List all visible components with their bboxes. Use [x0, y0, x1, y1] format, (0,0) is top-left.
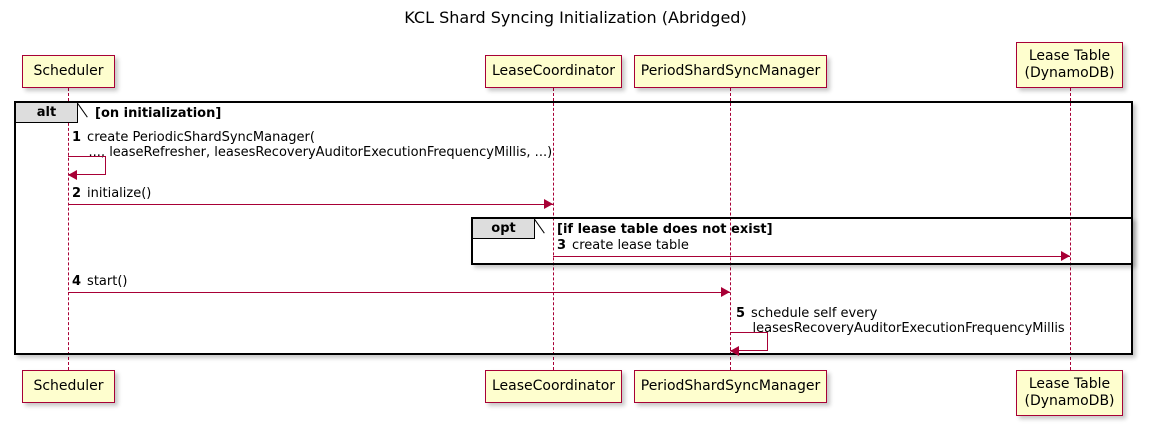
- fragment-opt-guard: [if lease table does not exist]: [557, 222, 773, 237]
- fragment-alt-operator: alt: [16, 103, 78, 123]
- lifeline-period-shard-sync-manager: [730, 88, 731, 370]
- participant-lease-table-bottom[interactable]: Lease Table (DynamoDB): [1016, 370, 1123, 416]
- message-5-number: 5: [736, 306, 746, 321]
- message-1-arrowhead: [68, 170, 77, 180]
- message-2-line: [68, 204, 553, 205]
- lifeline-scheduler: [68, 88, 69, 370]
- lifeline-lease-coordinator: [553, 88, 554, 370]
- message-4-line: [68, 292, 730, 293]
- fragment-alt-guard: [on initialization]: [95, 106, 222, 121]
- message-4-label: 4 start(): [72, 274, 127, 289]
- message-5-text: schedule self every leasesRecoveryAudito…: [751, 306, 1065, 336]
- fragment-opt: [471, 217, 1133, 265]
- message-2-text: initialize(): [87, 186, 152, 201]
- message-1-text: create PeriodicShardSyncManager( ..., le…: [87, 130, 553, 160]
- message-1-number: 1: [72, 130, 82, 145]
- message-2-label: 2 initialize(): [72, 186, 151, 201]
- participant-lease-table-top[interactable]: Lease Table (DynamoDB): [1016, 42, 1123, 88]
- message-4-number: 4: [72, 274, 82, 289]
- participant-period-shard-sync-manager-top[interactable]: PeriodShardSyncManager: [634, 55, 827, 88]
- message-3-label: 3 create lease table: [557, 238, 689, 253]
- participant-scheduler-bottom[interactable]: Scheduler: [22, 370, 115, 403]
- fragment-opt-operator: opt: [473, 219, 535, 239]
- lifeline-lease-table: [1070, 88, 1071, 370]
- message-2-arrowhead: [544, 199, 553, 209]
- fragment-opt-notch: [535, 219, 549, 239]
- message-3-arrowhead: [1061, 251, 1070, 261]
- message-3-line: [553, 256, 1070, 257]
- participant-lease-coordinator-top[interactable]: LeaseCoordinator: [485, 55, 622, 88]
- fragment-alt-notch: [78, 103, 92, 123]
- diagram-title: KCL Shard Syncing Initialization (Abridg…: [404, 8, 747, 27]
- message-5-self-call-path: [730, 332, 768, 351]
- message-4-arrowhead: [721, 287, 730, 297]
- message-1-self-call-path: [68, 156, 106, 175]
- message-5-label: 5 schedule self every leasesRecoveryAudit…: [736, 306, 1065, 336]
- participant-scheduler-top[interactable]: Scheduler: [22, 55, 115, 88]
- message-3-number: 3: [557, 238, 567, 253]
- message-3-text: create lease table: [572, 238, 689, 253]
- message-1-label: 1 create PeriodicShardSyncManager( ..., l…: [72, 130, 552, 160]
- message-4-text: start(): [87, 274, 128, 289]
- participant-period-shard-sync-manager-bottom[interactable]: PeriodShardSyncManager: [634, 370, 827, 403]
- message-5-arrowhead: [730, 346, 739, 356]
- participant-lease-coordinator-bottom[interactable]: LeaseCoordinator: [485, 370, 622, 403]
- message-2-number: 2: [72, 186, 82, 201]
